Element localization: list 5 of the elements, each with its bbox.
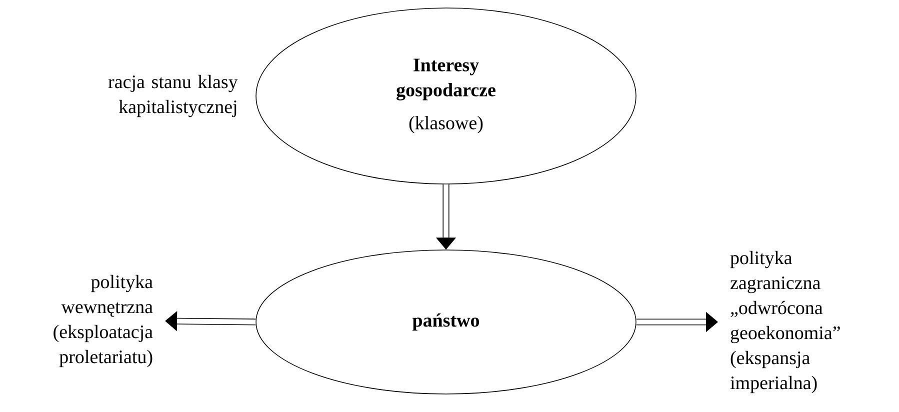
ellipse-node: państwo	[256, 250, 636, 394]
ellipse-node: Interesy gospodarcze (klasowe)	[256, 8, 636, 184]
text-label: polityka zagraniczna „odwrócona geoekonomia” (ekspansja imperialna)	[730, 250, 840, 394]
beside-text: racja stanu klasy kapitalistycznej	[108, 74, 238, 118]
text-label: polityka wewnętrzna (eksploatacja proletariatu)	[54, 274, 153, 368]
